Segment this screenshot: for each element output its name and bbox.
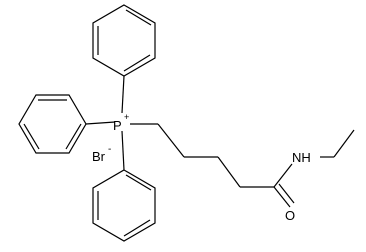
atom-phosphorus: P [113, 118, 122, 133]
atom-carbonyl-oxygen: O [285, 208, 295, 223]
phenyl-ring-left [18, 94, 116, 154]
phenyl-ring-top [92, 4, 156, 114]
atom-bromide: Br [92, 149, 106, 164]
alkyl-amide-chain [130, 123, 355, 208]
atom-amide-nh: NH [292, 150, 311, 165]
charge-phosphorus: + [124, 112, 129, 122]
charge-bromide: - [108, 144, 111, 155]
phenyl-ring-bottom [92, 130, 156, 242]
